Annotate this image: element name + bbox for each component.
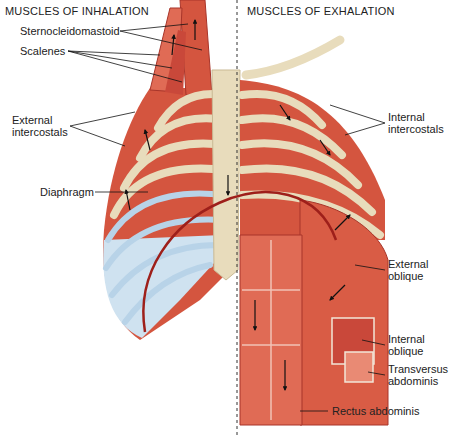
diaphragm-muscle bbox=[143, 192, 336, 332]
muscle-label: External oblique bbox=[388, 258, 446, 282]
clavicle-bone bbox=[246, 40, 340, 75]
muscle-label: Sternocleidomastoid bbox=[20, 25, 120, 37]
muscle-label: External intercostals bbox=[12, 114, 74, 138]
divider-line bbox=[237, 0, 238, 438]
scalene-muscle bbox=[165, 30, 186, 95]
section-heading: MUSCLES OF EXHALATION bbox=[247, 5, 395, 17]
muscle-label: Internal oblique bbox=[388, 333, 446, 357]
section-heading: MUSCLES OF INHALATION bbox=[5, 5, 149, 17]
rib-cartilage bbox=[106, 193, 224, 322]
muscle-label: Diaphragm bbox=[40, 186, 94, 198]
muscle-label: Transversus abdominis bbox=[388, 363, 458, 387]
muscle-label: Rectus abdominis bbox=[332, 405, 419, 417]
external-oblique-muscle bbox=[300, 200, 388, 425]
transversus-cutaway bbox=[345, 352, 373, 382]
intercostal-muscle bbox=[103, 88, 230, 340]
leader-lines bbox=[68, 24, 385, 411]
muscle-label: Internal intercostals bbox=[388, 111, 450, 135]
muscle-label: Scalenes bbox=[20, 45, 65, 57]
sternum-bone bbox=[212, 70, 240, 280]
muscle-fibres bbox=[242, 240, 300, 420]
rectus-abdominis-muscle bbox=[240, 235, 302, 425]
